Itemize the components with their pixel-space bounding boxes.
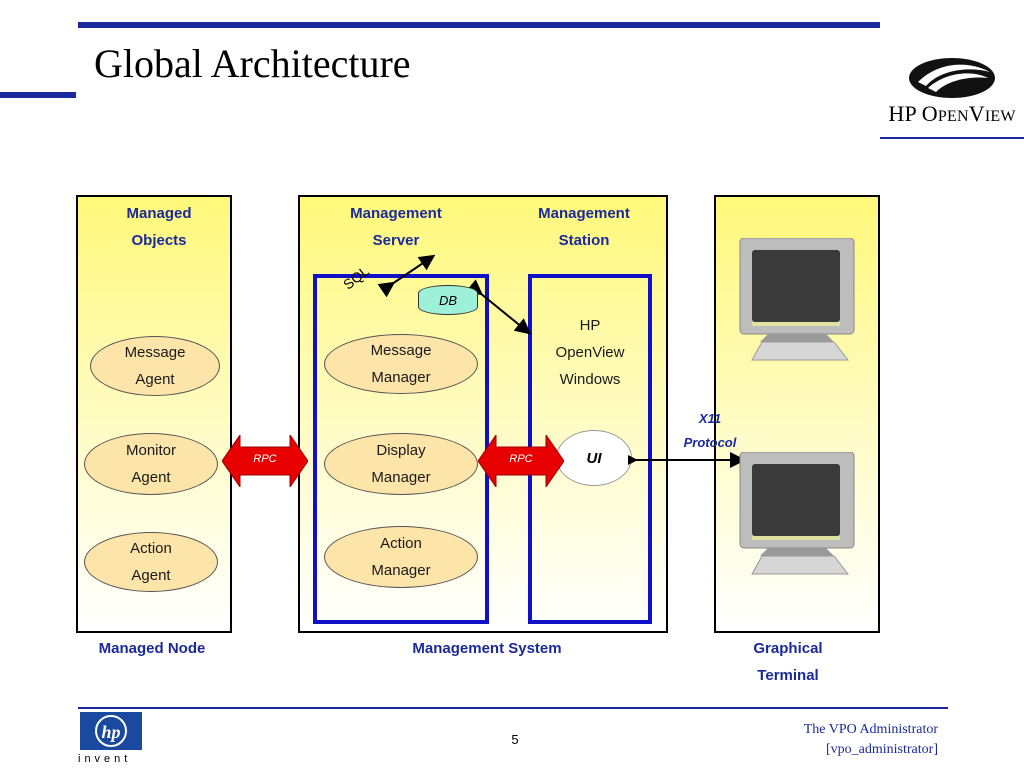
- hp-logo-icon: hp: [80, 712, 142, 750]
- hp-openview-logo-icon: [909, 58, 995, 98]
- footer-credit: The VPO Administrator [vpo_administrator…: [803, 722, 938, 757]
- management-station-heading: Management Station: [538, 205, 630, 249]
- footer-rule: [78, 707, 948, 709]
- logo-underline: [880, 137, 1024, 139]
- graphical-terminal-caption: Graphical Terminal: [753, 640, 823, 684]
- hp-openview-windows-label: HP OpenView Windows: [555, 317, 625, 388]
- header-rule-left: [0, 92, 76, 98]
- rpc-label-right: RPC: [509, 453, 533, 465]
- hp-openview-wordmark: HP OPENVIEW: [888, 101, 1016, 126]
- rpc-label-left: RPC: [253, 453, 277, 465]
- management-system-caption: Management System: [412, 640, 562, 657]
- x11-protocol-label: X11 Protocol: [683, 411, 737, 450]
- managed-objects-heading: Managed Objects: [126, 205, 192, 249]
- page-title: Global Architecture: [94, 41, 411, 86]
- monitor-icon: [739, 238, 855, 361]
- rpc-arrow-right-icon: [478, 435, 564, 487]
- database-cylinder: DB: [418, 285, 478, 315]
- management-server-heading: Management Server: [350, 205, 442, 249]
- managed-node-caption: Managed Node: [98, 640, 206, 657]
- hp-invent-tagline: invent: [78, 753, 132, 765]
- rpc-arrow-left-icon: [222, 435, 308, 487]
- x11-arrow: [628, 452, 746, 468]
- monitor-icon: [739, 452, 855, 575]
- page-number: 5: [511, 732, 519, 747]
- ui-component: UI: [556, 430, 632, 486]
- sql-and-db-arrows: [377, 254, 532, 335]
- svg-text:hp: hp: [101, 722, 120, 742]
- header-rule-top: [78, 22, 880, 28]
